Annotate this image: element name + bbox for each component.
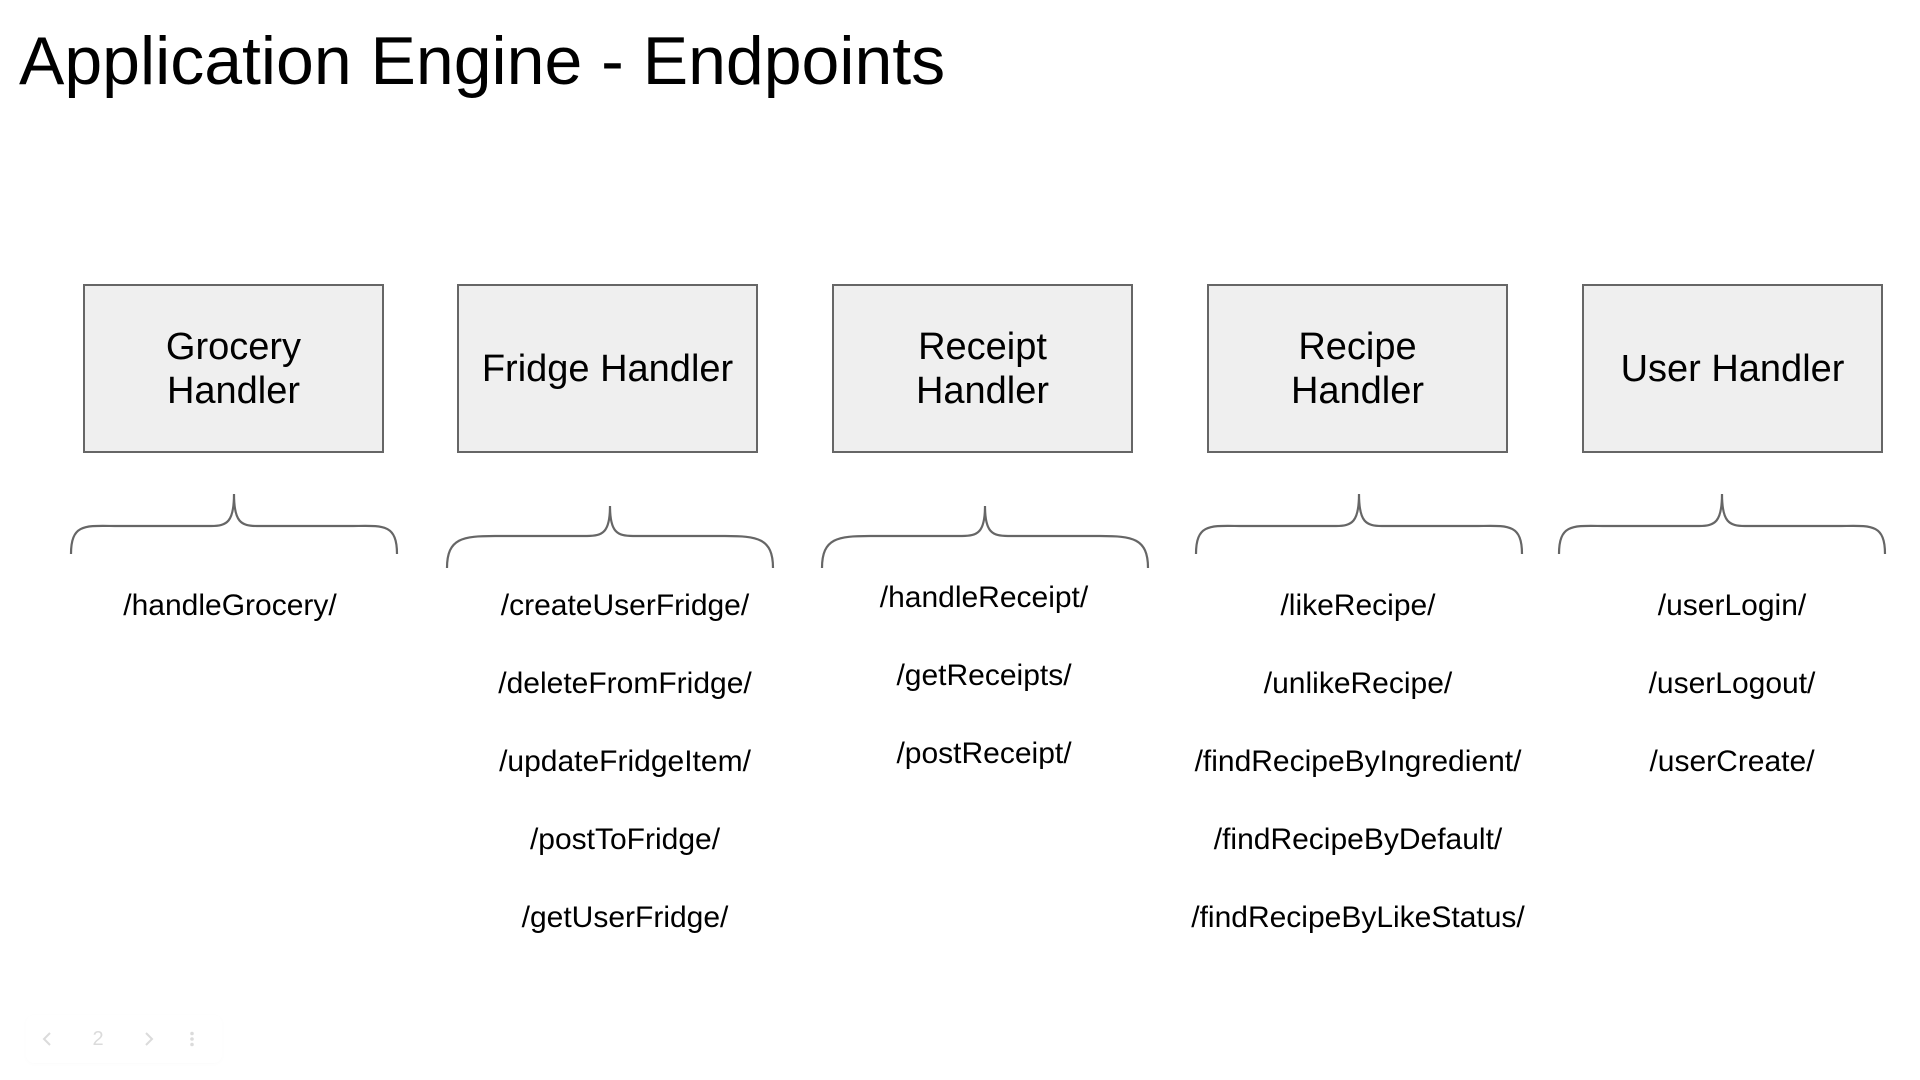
user-handler-box: User Handler <box>1582 284 1883 453</box>
endpoint-user-login: /userLogin/ <box>1657 589 1807 622</box>
recipe-handler-box: Recipe Handler <box>1207 284 1508 453</box>
endpoint-get-user-fridge: /getUserFridge/ <box>521 901 729 934</box>
fridge-handler-label: Fridge Handler <box>481 347 734 390</box>
endpoint-handle-grocery: /handleGrocery/ <box>123 589 337 622</box>
endpoint-create-user-fridge: /createUserFridge/ <box>500 589 750 622</box>
endpoint-find-recipe-by-ingredient: /findRecipeByIngredient/ <box>1194 745 1522 778</box>
endpoint-post-to-fridge: /postToFridge/ <box>529 823 721 856</box>
receipt-endpoints: /handleReceipt/ /getReceipts/ /postRecei… <box>774 559 1194 793</box>
grocery-brace <box>69 493 399 555</box>
user-handler-label: User Handler <box>1620 347 1845 390</box>
fridge-brace <box>445 505 775 569</box>
endpoint-delete-from-fridge: /deleteFromFridge/ <box>498 667 752 700</box>
recipe-endpoints: /likeRecipe/ /unlikeRecipe/ /findRecipeB… <box>1148 567 1568 957</box>
endpoint-get-receipts: /getReceipts/ <box>896 659 1072 692</box>
chevron-right-icon[interactable] <box>126 1015 170 1063</box>
chevron-left-icon[interactable] <box>26 1015 70 1063</box>
grocery-handler-label: Grocery Handler <box>165 325 302 412</box>
slide-title: Application Engine - Endpoints <box>19 23 946 99</box>
grocery-endpoints: /handleGrocery/ <box>20 567 440 645</box>
fridge-handler-box: Fridge Handler <box>457 284 758 453</box>
endpoint-update-fridge-item: /updateFridgeItem/ <box>499 745 751 778</box>
endpoint-user-logout: /userLogout/ <box>1648 667 1816 700</box>
more-vertical-icon[interactable] <box>170 1015 214 1063</box>
receipt-handler-box: Receipt Handler <box>832 284 1133 453</box>
fridge-endpoints: /createUserFridge/ /deleteFromFridge/ /u… <box>415 567 835 957</box>
slide-navigation: 2 <box>26 1015 222 1063</box>
receipt-brace <box>820 505 1150 569</box>
user-brace <box>1557 493 1887 555</box>
endpoint-unlike-recipe: /unlikeRecipe/ <box>1263 667 1453 700</box>
endpoint-find-recipe-by-like-status: /findRecipeByLikeStatus/ <box>1191 901 1525 934</box>
recipe-handler-label: Recipe Handler <box>1290 325 1425 412</box>
grocery-handler-box: Grocery Handler <box>83 284 384 453</box>
endpoint-post-receipt: /postReceipt/ <box>896 737 1072 770</box>
page-number: 2 <box>92 1027 104 1050</box>
endpoint-user-create: /userCreate/ <box>1649 745 1815 778</box>
recipe-brace <box>1194 493 1524 555</box>
endpoint-handle-receipt: /handleReceipt/ <box>879 581 1089 614</box>
receipt-handler-label: Receipt Handler <box>915 325 1050 412</box>
user-endpoints: /userLogin/ /userLogout/ /userCreate/ <box>1522 567 1920 801</box>
endpoint-find-recipe-by-default: /findRecipeByDefault/ <box>1213 823 1503 856</box>
endpoint-like-recipe: /likeRecipe/ <box>1280 589 1436 622</box>
